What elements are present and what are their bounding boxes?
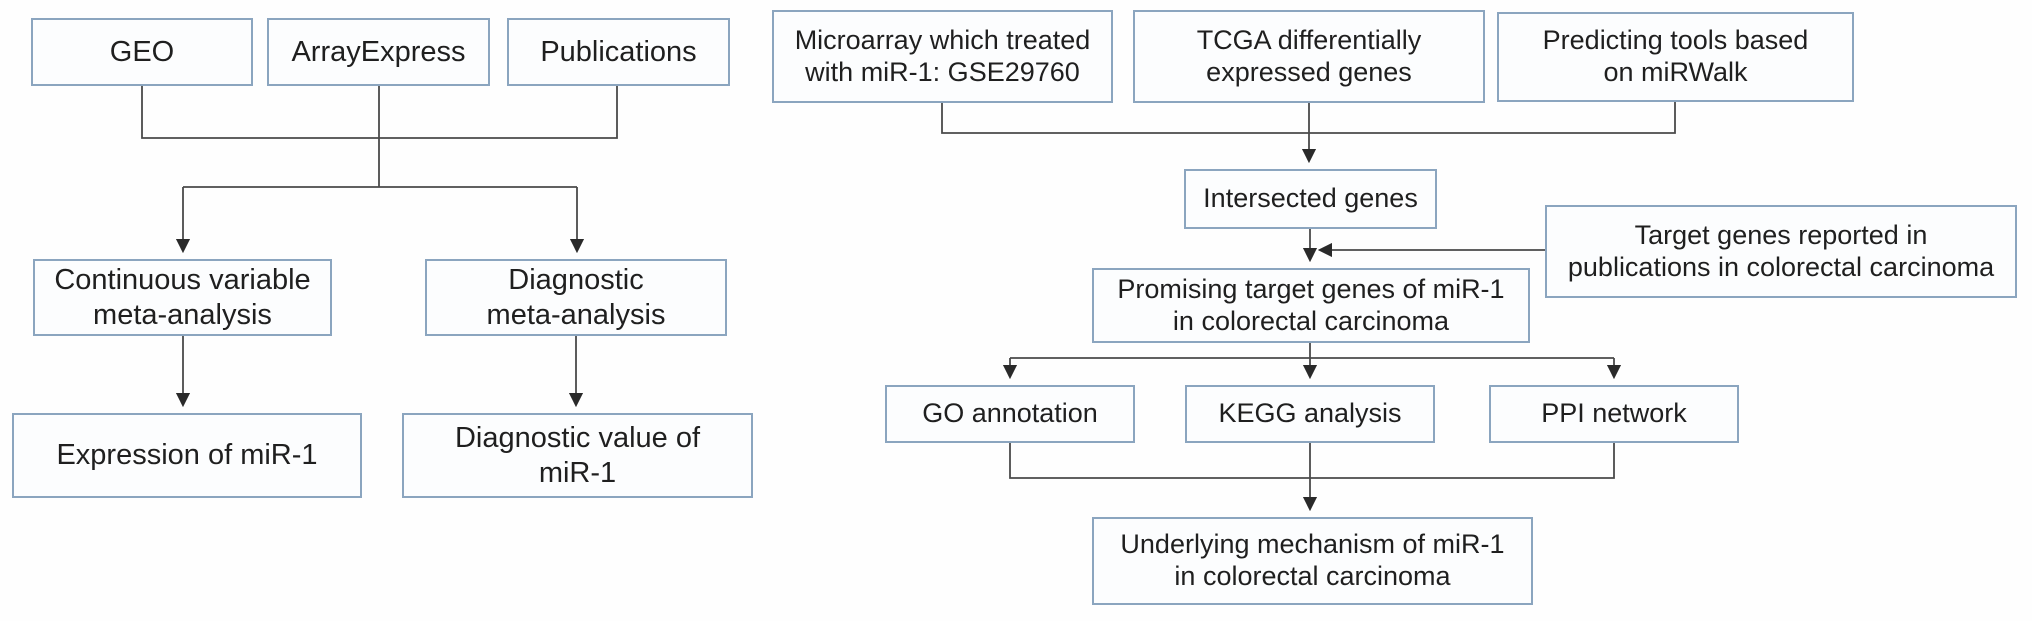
node-underlying-label: Underlying mechanism of miR-1 in colorec… xyxy=(1120,529,1505,591)
node-promising-target-genes: Promising target genes of miR-1 in color… xyxy=(1092,268,1530,343)
node-target-genes-reported: Target genes reported in publications in… xyxy=(1545,205,2017,298)
node-predicting-label: Predicting tools based on miRWalk xyxy=(1542,25,1809,87)
node-continuous-label: Continuous variable meta-analysis xyxy=(54,264,311,331)
node-tcga-label: TCGA differentially expressed genes xyxy=(1196,24,1422,87)
node-target-label: Target genes reported in publications in… xyxy=(1567,219,1995,282)
node-geo: GEO xyxy=(31,18,253,86)
connector-analysis-merge xyxy=(1009,443,1615,479)
node-ppi-network: PPI network xyxy=(1489,385,1739,443)
node-ppi-label: PPI network xyxy=(1541,398,1687,429)
node-publications: Publications xyxy=(507,18,730,86)
node-kegg-label: KEGG analysis xyxy=(1218,398,1402,429)
node-predicting-tools-mirwalk: Predicting tools based on miRWalk xyxy=(1497,12,1854,102)
node-diagmeta-label: Diagnostic meta-analysis xyxy=(486,264,666,331)
node-expression-of-mir1: Expression of miR-1 xyxy=(12,413,362,498)
node-arrayexpress: ArrayExpress xyxy=(267,18,490,86)
node-microarray-label: Microarray which treated with miR-1: GSE… xyxy=(794,24,1091,87)
node-expression-label: Expression of miR-1 xyxy=(56,439,318,472)
node-diagvalue-label: Diagnostic value of miR-1 xyxy=(454,422,701,489)
node-kegg-analysis: KEGG analysis xyxy=(1185,385,1435,443)
node-microarray-gse29760: Microarray which treated with miR-1: GSE… xyxy=(772,10,1113,103)
node-publications-label: Publications xyxy=(540,35,697,68)
node-continuous-variable-meta-analysis: Continuous variable meta-analysis xyxy=(33,259,332,336)
node-diagnostic-meta-analysis: Diagnostic meta-analysis xyxy=(425,259,727,336)
node-underlying-mechanism: Underlying mechanism of miR-1 in colorec… xyxy=(1092,517,1533,605)
node-intersected-label: Intersected genes xyxy=(1203,183,1418,214)
node-go-label: GO annotation xyxy=(922,398,1098,429)
node-diagnostic-value-of-mir1: Diagnostic value of miR-1 xyxy=(402,413,753,498)
node-go-annotation: GO annotation xyxy=(885,385,1135,443)
node-arrayexpress-label: ArrayExpress xyxy=(291,35,466,68)
node-promising-label: Promising target genes of miR-1 in color… xyxy=(1117,273,1505,336)
node-geo-label: GEO xyxy=(109,35,175,68)
node-tcga-differentially-expressed-genes: TCGA differentially expressed genes xyxy=(1133,10,1485,103)
node-intersected-genes: Intersected genes xyxy=(1184,169,1437,229)
